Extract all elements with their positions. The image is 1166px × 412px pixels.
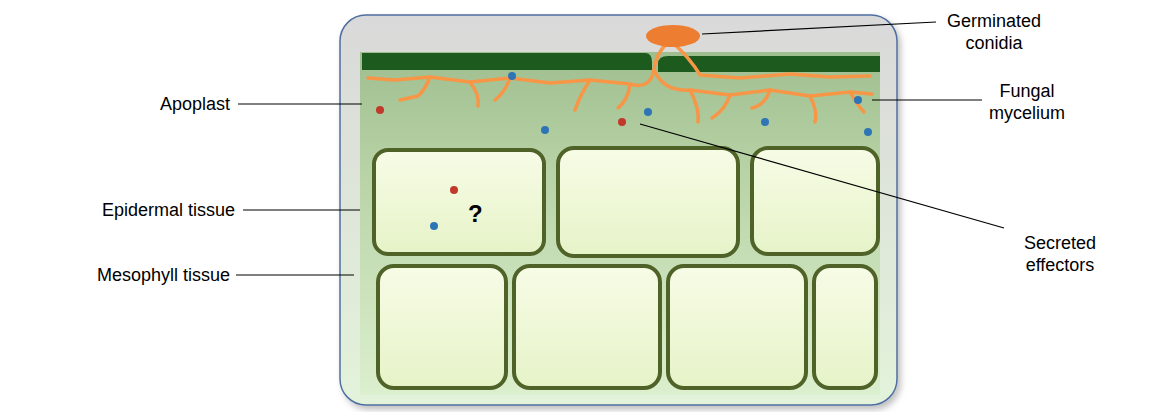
mesophyll-cell [668,266,806,388]
leader-lines [236,22,1004,275]
part-label: Apoplast [20,93,230,115]
part-label: Epidermal tissue [20,199,235,221]
part-label: Mesophyll tissue [20,264,230,286]
part-label: Germinated conidia [938,10,1050,54]
mesophyll-cell [378,266,506,388]
conidium [646,25,700,47]
epidermal-cell [558,148,738,256]
question-mark: ? [468,200,483,228]
epidermal-cell: ? [372,148,546,256]
mesophyll-cell [814,266,876,388]
fungal-mycelium [368,42,872,122]
effector-dot [430,222,438,230]
mesophyll-cell [514,266,660,388]
part-label: Fungal mycelium [972,80,1082,124]
effector-dots [376,72,872,136]
epidermal-cell [752,148,878,254]
leaf-interior [360,52,880,395]
effector-dot [450,186,458,194]
part-label: Secreted effectors [1004,232,1116,276]
leaf-frame [340,15,897,405]
cuticle [362,53,652,70]
effector-dots [416,172,476,232]
